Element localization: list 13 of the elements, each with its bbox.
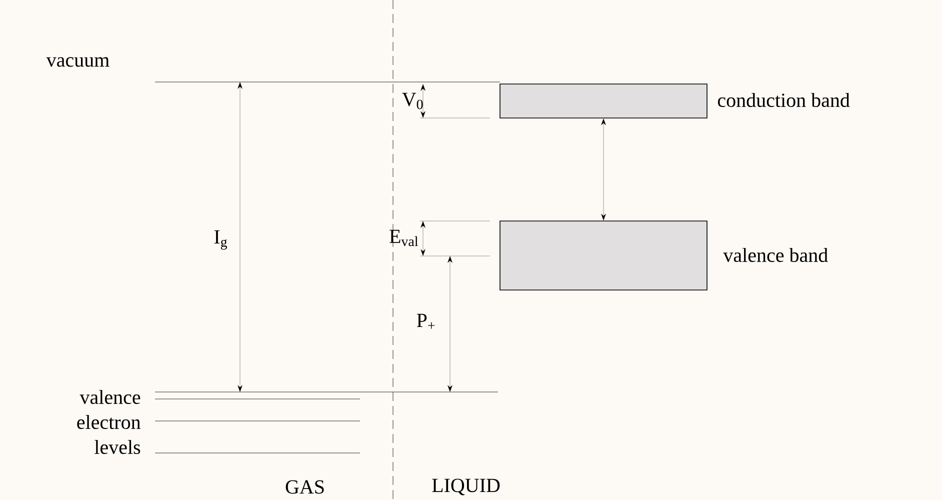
quantity-label: I$_{g}$ <box>214 230 228 250</box>
band-box <box>500 84 708 118</box>
band-label: valence band <box>723 248 828 262</box>
quantity-label: P$_{+}$ <box>416 314 435 329</box>
region-label: LIQUID <box>432 478 500 496</box>
level-label: valence electron levels <box>77 390 141 454</box>
arrow <box>601 118 606 220</box>
level-label: vacuum <box>46 57 110 67</box>
region-label: GAS <box>286 480 324 494</box>
quantity-label: E$_{val}$ <box>390 230 418 246</box>
band-box <box>500 220 708 290</box>
band-label: conduction band <box>718 92 850 108</box>
quantity-label: V$_{0}$ <box>402 92 423 110</box>
